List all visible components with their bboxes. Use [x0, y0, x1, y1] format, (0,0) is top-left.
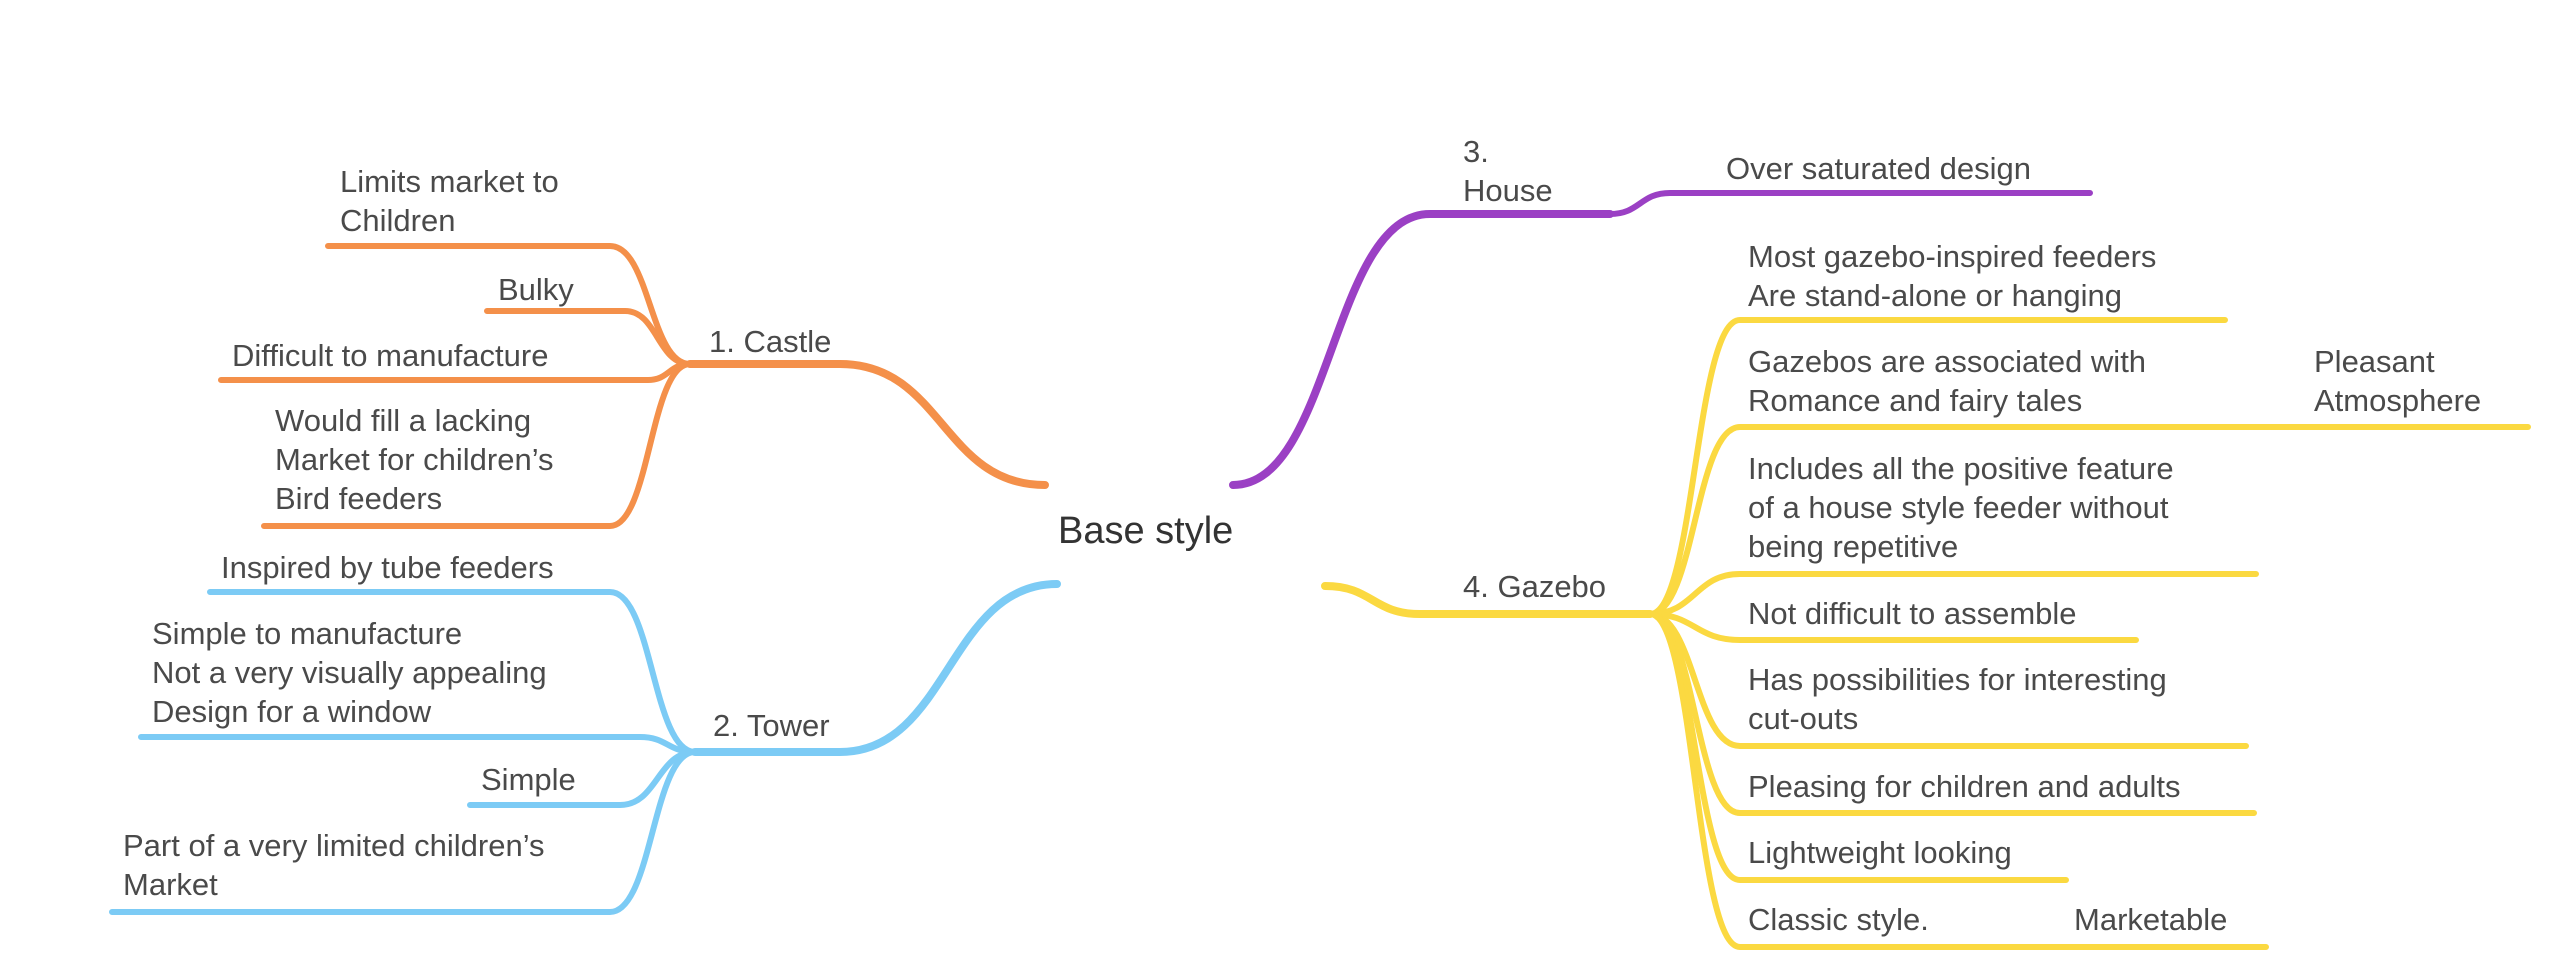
subtopic-marketable[interactable]: Marketable: [2074, 902, 2228, 937]
subtopic-difficult-to-manufacture[interactable]: Difficult to manufacture: [232, 338, 549, 373]
subtopic-positive-features[interactable]: Includes all the positive feature of a h…: [1748, 451, 2174, 564]
subtopic-inspired-by-tube-feeders[interactable]: Inspired by tube feeders: [221, 550, 554, 585]
subtopic-romance-fairy-tales[interactable]: Gazebos are associated with Romance and …: [1748, 344, 2147, 418]
subtopic-bulky[interactable]: Bulky: [498, 272, 574, 307]
connector-over-saturated: [1607, 190, 2093, 217]
connector-simple-to-manufacture: [138, 734, 698, 755]
subtopic-lightweight-looking[interactable]: Lightweight looking: [1748, 835, 2012, 870]
subtopic-interesting-cut-outs[interactable]: Has possibilities for interesting cut-ou…: [1748, 662, 2167, 736]
connector-house: [1229, 210, 1614, 489]
topic-house[interactable]: 3. House: [1463, 134, 1553, 208]
subtopic-would-fill-lacking-market[interactable]: Would fill a lacking Market for children…: [275, 403, 554, 516]
subtopic-limited-childrens-market[interactable]: Part of a very limited children’s Market: [123, 828, 545, 902]
subtopic-most-gazebo-inspired[interactable]: Most gazebo-inspired feeders Are stand-a…: [1748, 239, 2157, 313]
topic-gazebo[interactable]: 4. Gazebo: [1463, 569, 1607, 604]
connector-limited-market: [109, 749, 698, 915]
subtopic-not-difficult-to-assemble[interactable]: Not difficult to assemble: [1748, 596, 2077, 631]
connector-not-difficult: [1647, 611, 2139, 643]
connector-castle: [686, 360, 1049, 489]
connector-classic-style: [1647, 611, 2269, 950]
connector-gazebo: [1321, 582, 1654, 618]
topic-castle[interactable]: 1. Castle: [709, 324, 832, 359]
connector-would-fill: [261, 361, 693, 529]
subtopic-pleasant-atmosphere[interactable]: Pleasant Atmosphere: [2314, 344, 2482, 418]
connector-most-gazebo: [1647, 317, 2228, 617]
connector-inspired-tube: [207, 589, 698, 755]
connector-romance: [1647, 424, 2531, 617]
subtopic-over-saturated-design[interactable]: Over saturated design: [1726, 151, 2032, 186]
connector-bulky: [484, 308, 693, 367]
subtopic-simple-to-manufacture[interactable]: Simple to manufacture Not a very visuall…: [152, 616, 547, 729]
subtopic-limits-market[interactable]: Limits market to Children: [340, 164, 559, 238]
subtopic-classic-style[interactable]: Classic style.: [1748, 902, 1929, 937]
connector-tower: [691, 580, 1061, 756]
subtopic-simple[interactable]: Simple: [481, 762, 576, 797]
central-topic[interactable]: Base style: [1058, 510, 1234, 552]
subtopic-pleasing-children-adults[interactable]: Pleasing for children and adults: [1748, 769, 2181, 804]
topic-tower[interactable]: 2. Tower: [713, 708, 830, 743]
